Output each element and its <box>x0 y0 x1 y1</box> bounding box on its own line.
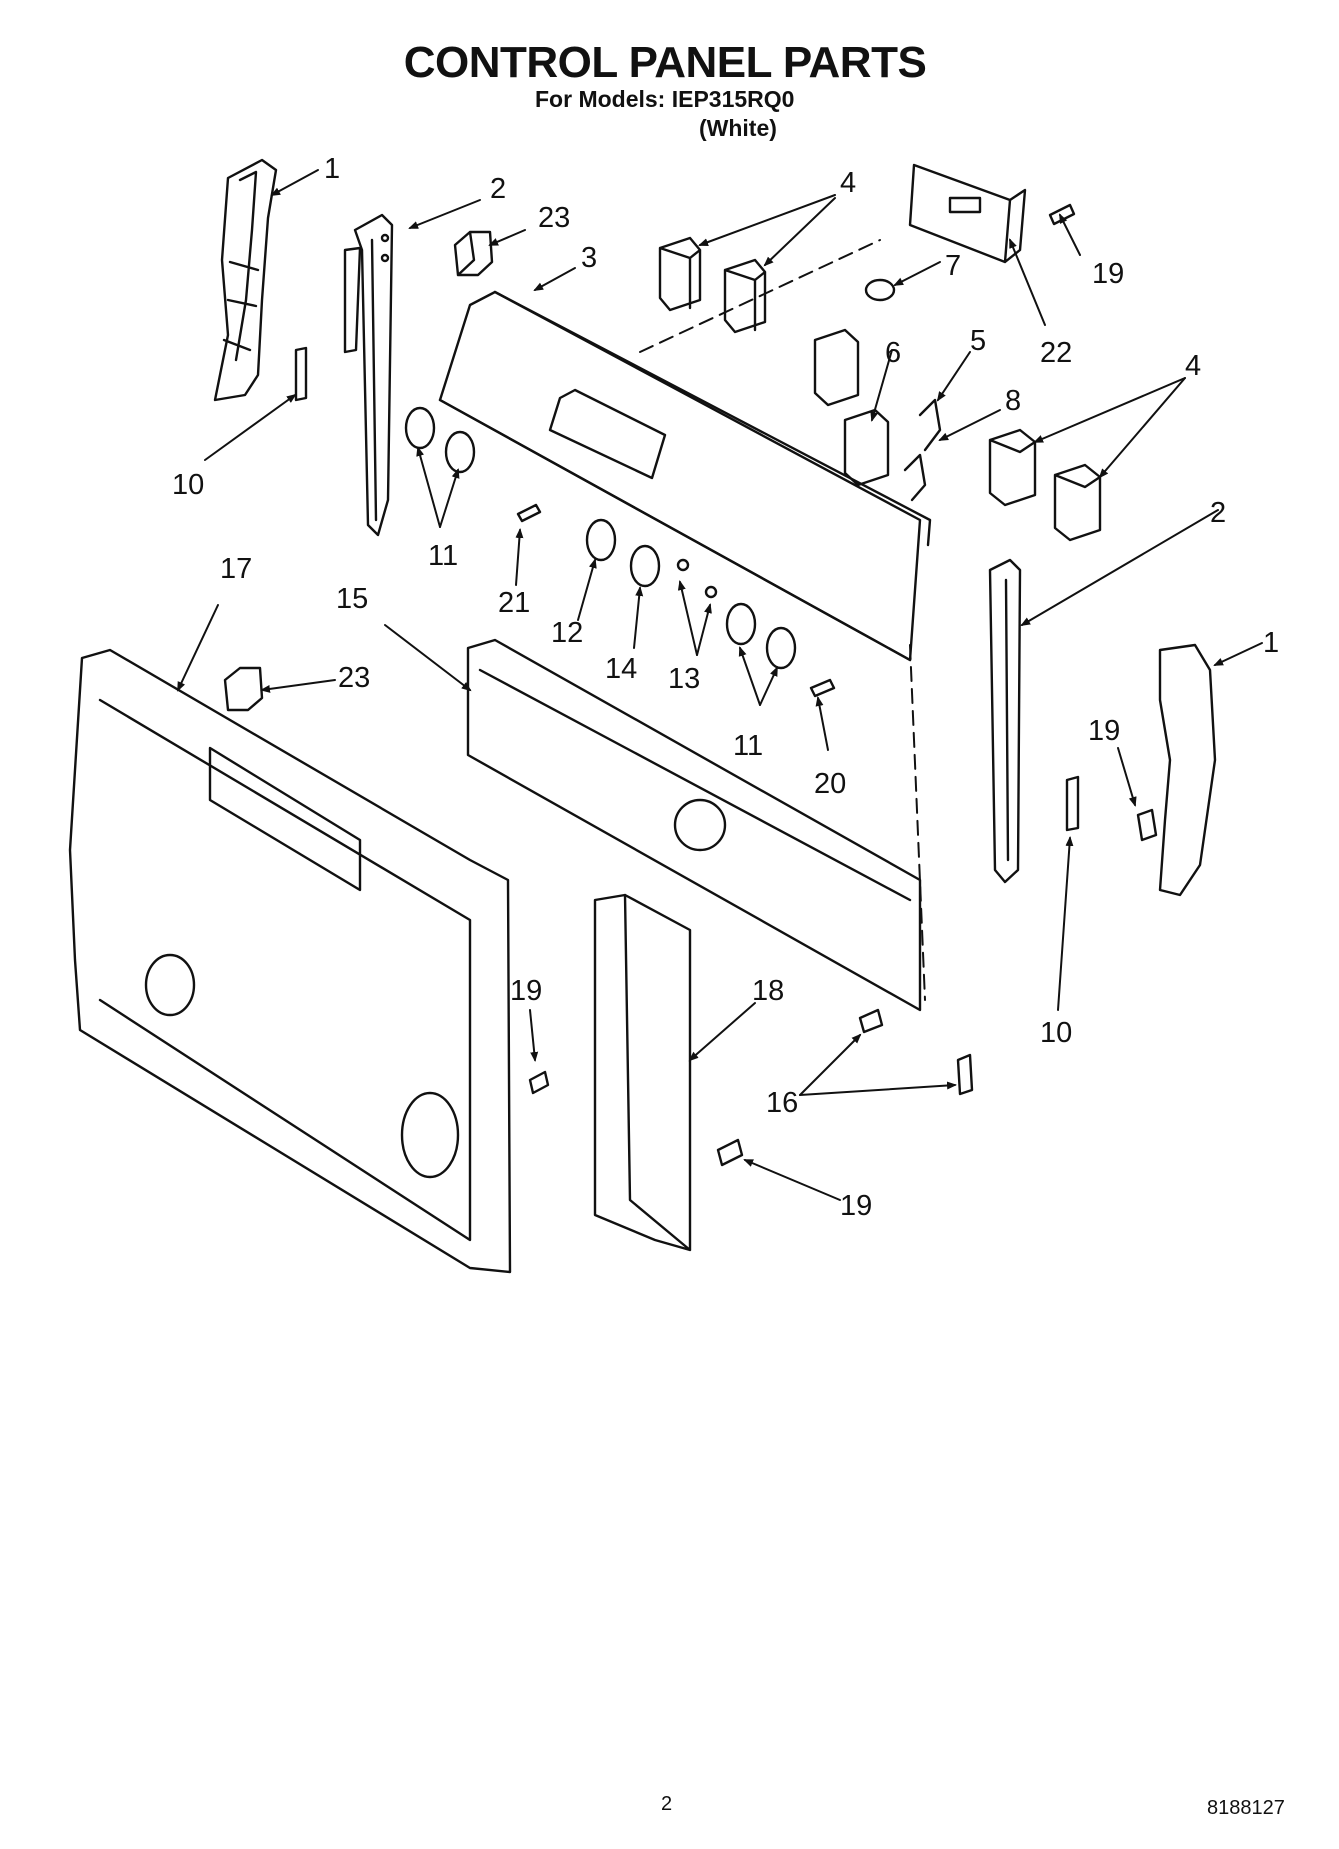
side-bracket-left <box>343 213 394 537</box>
callout-22: 22 <box>1040 337 1072 369</box>
clip-top <box>453 230 494 277</box>
callout-5: 5 <box>970 325 986 357</box>
callout-6: 6 <box>885 337 901 369</box>
side-bracket-right <box>988 558 1022 884</box>
callout-labels: 1 2 23 3 4 7 19 22 5 6 8 4 10 11 21 12 1… <box>172 153 1279 1222</box>
page-title: CONTROL PANEL PARTS <box>403 38 927 87</box>
alignment-lines <box>639 239 926 1001</box>
callout-20: 20 <box>814 768 846 800</box>
page-number: 2 <box>661 1793 673 1815</box>
callout-11-left: 11 <box>428 540 458 572</box>
callout-19-top-right: 19 <box>1092 258 1124 290</box>
control-panel <box>438 290 932 662</box>
color-line: (White) <box>699 115 777 141</box>
callout-3: 3 <box>581 242 597 274</box>
wire-harness-b <box>903 453 927 502</box>
callout-23-left: 23 <box>338 662 370 694</box>
electronic-clock <box>908 163 1027 264</box>
screw-16a <box>858 1008 884 1034</box>
callout-1-top-left: 1 <box>324 153 340 185</box>
callout-10-left: 10 <box>172 469 204 501</box>
callout-16: 16 <box>766 1087 798 1119</box>
callout-1-right: 1 <box>1263 627 1279 659</box>
callout-2-top-left: 2 <box>490 173 506 205</box>
models-line: For Models: IEP315RQ0 <box>535 86 795 112</box>
callout-19-left: 19 <box>510 975 542 1007</box>
screws-panel <box>516 503 836 698</box>
end-cap-left <box>213 158 278 402</box>
screw-top-right <box>1048 203 1076 226</box>
callout-14: 14 <box>605 653 637 685</box>
screw-16b <box>956 1053 974 1096</box>
infinite-switches-right <box>988 428 1102 542</box>
screw-right <box>1136 808 1158 842</box>
callout-10-right: 10 <box>1040 1017 1072 1049</box>
clip-left <box>294 346 308 402</box>
ring-part <box>864 278 896 302</box>
callout-21: 21 <box>498 587 530 619</box>
document-number: 8188127 <box>1207 1797 1285 1819</box>
callout-11-right: 11 <box>733 730 763 762</box>
callout-23-top: 23 <box>538 202 570 234</box>
manifold-panel <box>68 648 512 1274</box>
wire-harness-a <box>918 398 942 452</box>
screw-mid <box>528 1070 550 1095</box>
end-cap-right <box>1158 643 1217 897</box>
callout-19-right: 19 <box>1088 715 1120 747</box>
relays <box>813 328 890 487</box>
center-bracket <box>593 893 692 1252</box>
screw-bottom <box>716 1138 744 1167</box>
leader-arrows <box>177 169 1263 1201</box>
callout-15: 15 <box>336 583 368 615</box>
callout-2-right: 2 <box>1210 497 1226 529</box>
callout-13: 13 <box>668 663 700 695</box>
clip-right <box>1065 775 1080 832</box>
callout-12: 12 <box>551 617 583 649</box>
front-trim <box>466 638 922 1012</box>
infinite-switches-top <box>658 236 767 334</box>
callout-8: 8 <box>1005 385 1021 417</box>
callout-17: 17 <box>220 553 252 585</box>
clip-lower <box>223 666 264 712</box>
callout-7: 7 <box>945 250 961 282</box>
callout-4-right: 4 <box>1185 350 1201 382</box>
callout-4-top: 4 <box>840 167 856 199</box>
callout-18: 18 <box>752 975 784 1007</box>
knobs <box>404 406 797 670</box>
callout-19-bottom: 19 <box>840 1190 872 1222</box>
